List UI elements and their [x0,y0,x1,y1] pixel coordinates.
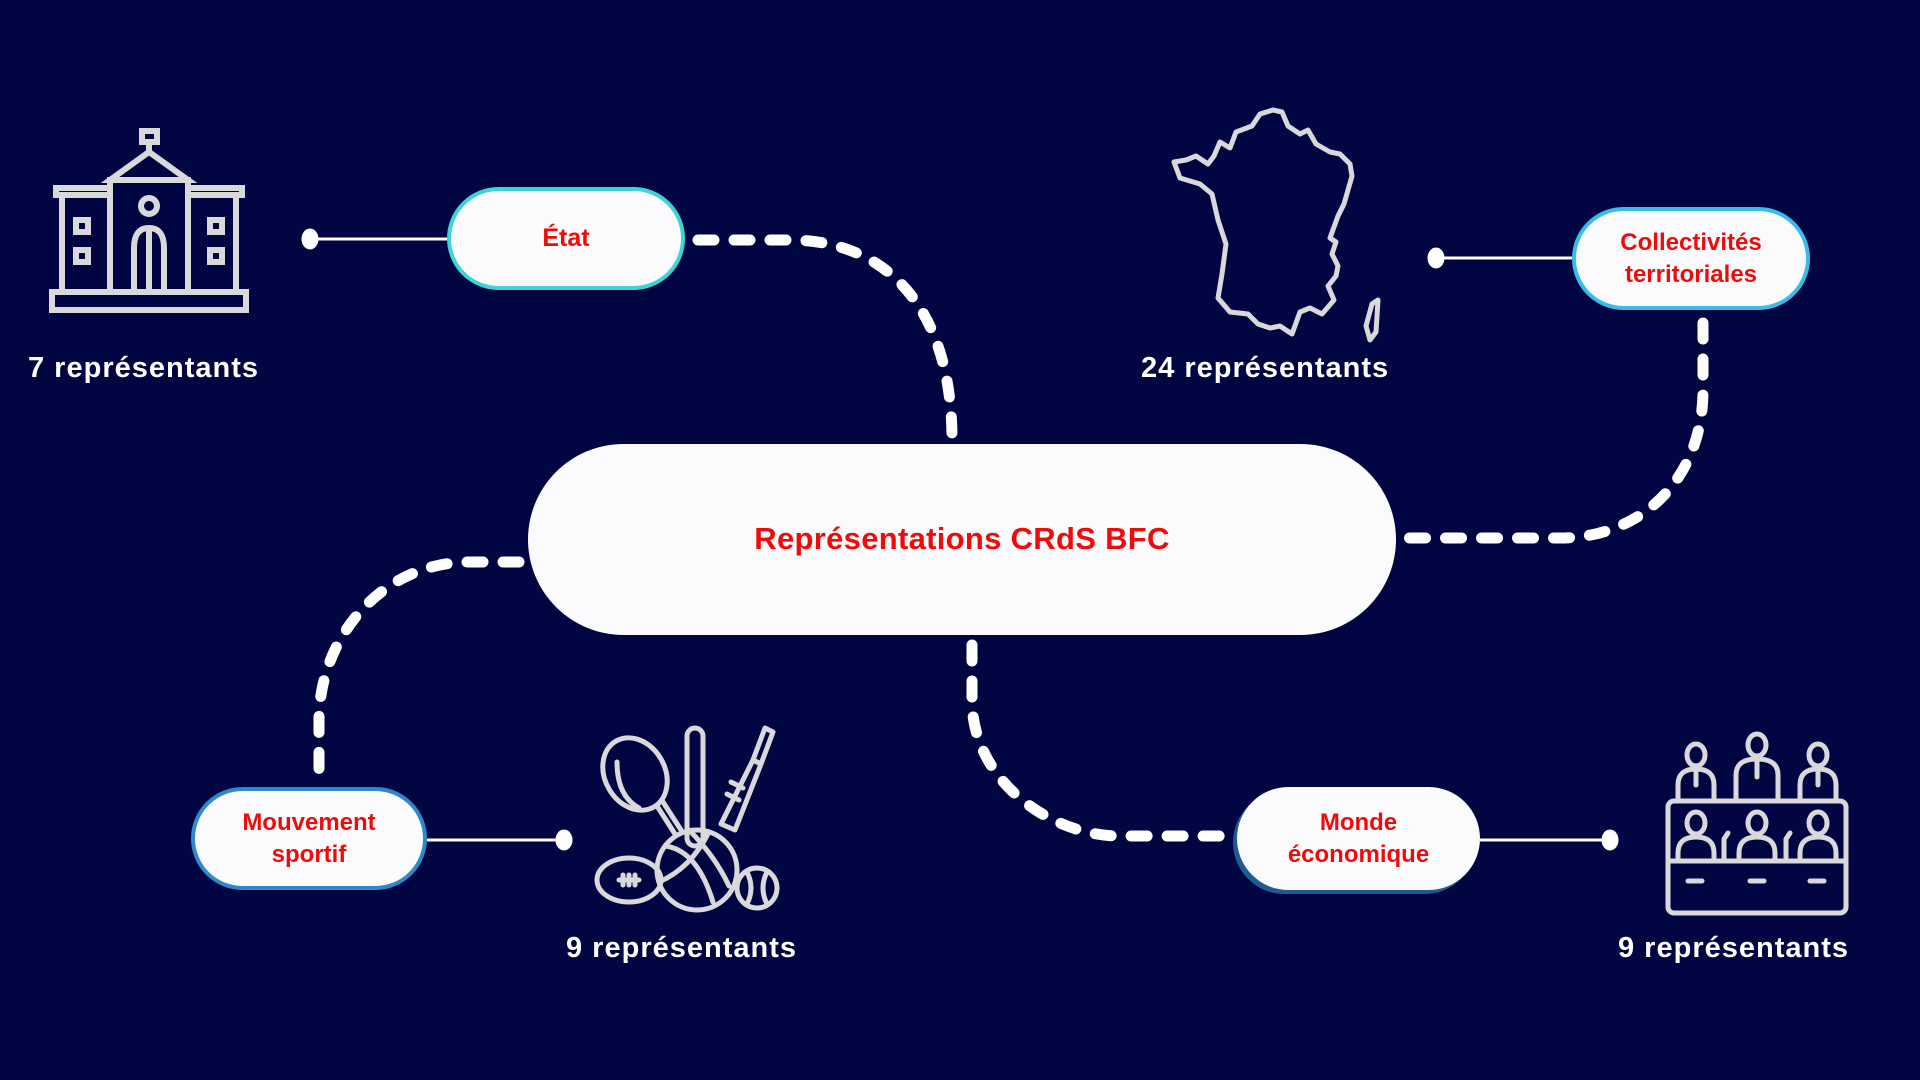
central-node-label: Représentations CRdS BFC [754,521,1170,557]
connector-dot-etat [301,228,319,250]
dashed-connector-collectivites [1394,317,1709,544]
count-collectivites: 24 représentants [1141,352,1390,384]
node-eco-label-line1: Monde [1319,809,1398,837]
node-collectivites-label-line2: territoriales [1624,260,1758,288]
node-eco-label-line2: économique [1287,840,1430,868]
connector-dot-sport [555,829,573,851]
dashed-connector-etat [692,234,958,441]
dashed-connector-sport [313,556,525,782]
government-building-icon [48,128,258,320]
count-etat: 7 représentants [28,352,259,384]
france-map-icon [1160,104,1390,352]
count-eco: 9 représentants [1618,932,1849,964]
connector-dot-collectivites [1427,247,1445,269]
sports-equipment-icon [594,725,785,916]
central-node[interactable]: Représentations CRdS BFC [528,444,1396,635]
node-sport[interactable]: Mouvement sportif [191,787,427,890]
node-collectivites-label-line1: Collectivités [1620,229,1762,257]
dashed-connector-eco [966,639,1229,842]
node-etat-label: État [542,224,590,253]
count-sport: 9 représentants [566,932,797,964]
node-etat[interactable]: État [447,187,685,290]
council-assembly-icon [1662,731,1852,923]
node-eco[interactable]: Monde économique [1237,787,1480,890]
node-collectivites[interactable]: Collectivités territoriales [1572,207,1810,310]
node-sport-label-line1: Mouvement [242,809,376,837]
node-sport-label-line2: sportif [271,840,347,868]
connector-dot-eco [1601,829,1619,851]
